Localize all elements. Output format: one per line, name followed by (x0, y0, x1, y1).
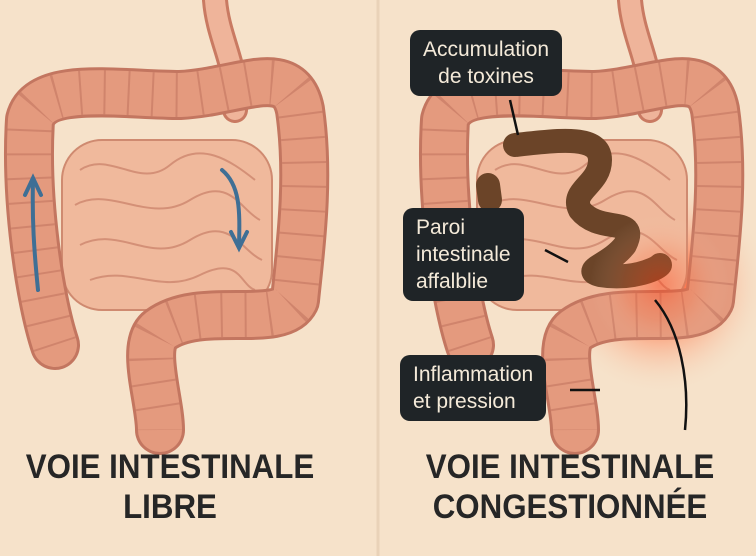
title-line: VOIE INTESTINALE (25, 448, 315, 486)
label-inflammation-pressure: Inflammation et pression (400, 355, 547, 421)
label-line: de toxines (438, 65, 534, 88)
flow-arrow-up-icon (23, 173, 43, 292)
label-line: et pression (413, 390, 516, 413)
congested-intestine-drawing (444, 0, 756, 430)
leader-lines (508, 99, 688, 431)
label-line: affalblie (416, 270, 489, 293)
free-intestine-drawing (25, 0, 304, 430)
left-panel-title: VOIE INTESTINALE LIBRE (14, 447, 327, 527)
label-weakened-wall: Paroi intestinale affalblie (403, 208, 524, 301)
label-line: Accumulation (423, 38, 550, 61)
label-line: Paroi (416, 216, 466, 239)
right-panel-title: VOIE INTESTINALE CONGESTIONNÉE (400, 447, 740, 527)
label-toxin-accumulation: Accumulation de toxines (410, 30, 563, 96)
flow-arrow-down-icon (220, 168, 249, 253)
label-line: Inflammation (413, 363, 534, 386)
title-line: VOIE INTESTINALE (425, 448, 715, 486)
label-line: intestinale (416, 243, 511, 266)
title-line: LIBRE (123, 488, 217, 526)
title-line: CONGESTIONNÉE (432, 488, 708, 526)
